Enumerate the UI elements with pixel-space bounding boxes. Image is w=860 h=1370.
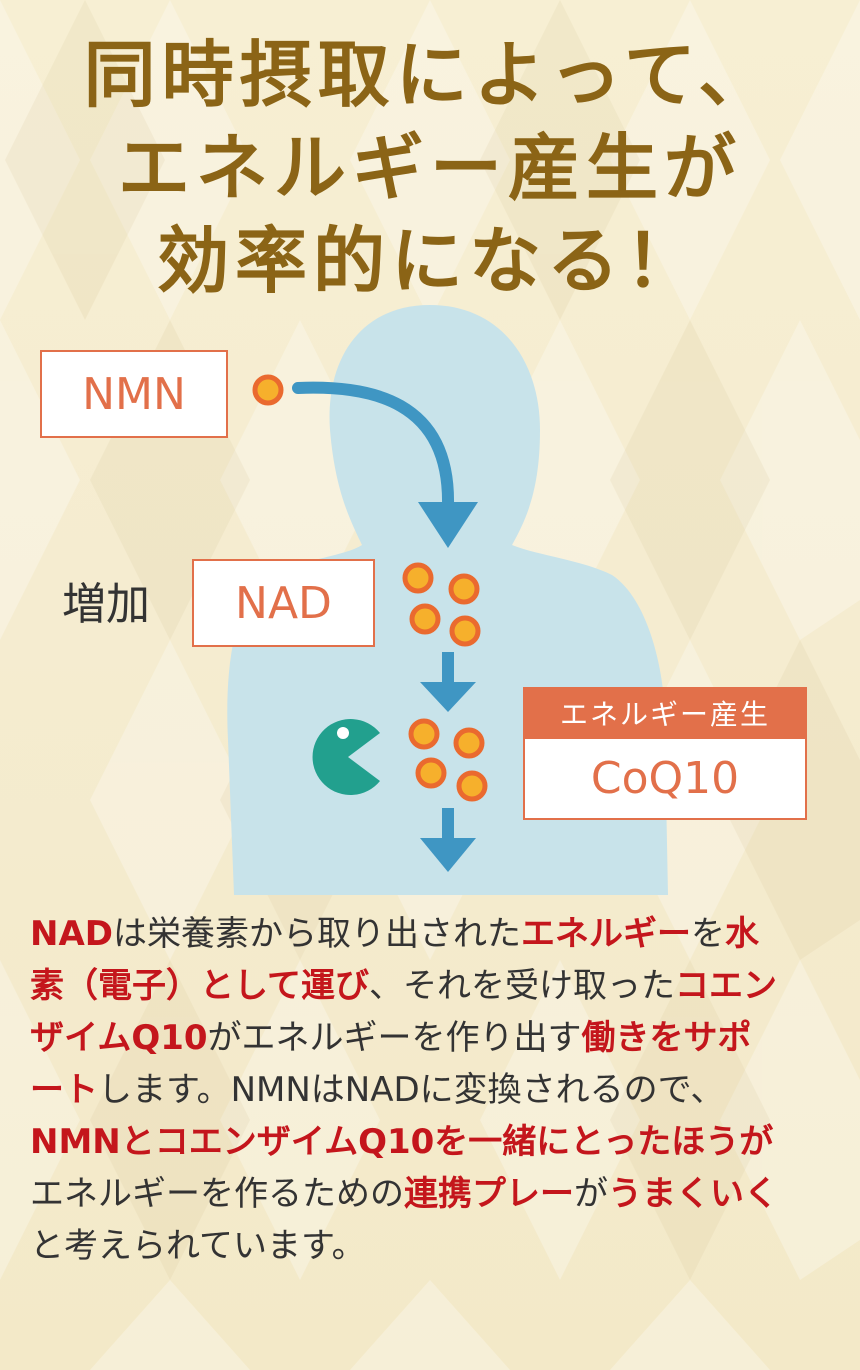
nad-label: NAD bbox=[235, 577, 332, 629]
description-line: NMNとコエンザイムQ10を一緒にとったほうが bbox=[30, 1116, 830, 1168]
energy-production-tag: エネルギー産生 bbox=[523, 687, 807, 739]
body-text: エネルギーを作るための bbox=[30, 1174, 404, 1214]
body-text: は栄養素から取り出された bbox=[113, 914, 521, 954]
highlight-text: コエン bbox=[674, 966, 777, 1006]
arrow-down-icon bbox=[420, 838, 476, 872]
highlight-text: ート bbox=[30, 1070, 98, 1110]
highlight-text: 水 bbox=[725, 914, 759, 954]
molecule-icon bbox=[456, 770, 488, 802]
coq10-panel: エネルギー産生 CoQ10 bbox=[523, 687, 807, 820]
highlight-text: NMNとコエンザイムQ10を一緒にとったほうが bbox=[30, 1122, 774, 1162]
headline: 同時摂取によって、 エネルギー産生が 効率的になる！ bbox=[0, 28, 860, 307]
highlight-text: 素（電子）として運び bbox=[30, 966, 369, 1006]
body-text: 、それを受け取った bbox=[368, 966, 675, 1006]
increase-label: 増加 bbox=[62, 579, 150, 630]
description-text: NADは栄養素から取り出されたエネルギーを水 素（電子）として運び、それを受け取… bbox=[30, 908, 830, 1272]
highlight-text: NAD bbox=[30, 914, 113, 954]
highlight-text: うまくいく bbox=[608, 1174, 778, 1214]
body-text: します。NMNはNADに変換されるので、 bbox=[98, 1070, 725, 1110]
highlight-text: ザイムQ10 bbox=[30, 1018, 208, 1058]
headline-line-3: 効率的になる！ bbox=[156, 218, 703, 303]
body-text: がエネルギーを作り出す bbox=[207, 1018, 582, 1058]
molecule-icon bbox=[449, 615, 481, 647]
molecule-icon bbox=[453, 727, 485, 759]
arrow-down-icon bbox=[420, 682, 476, 712]
description-line: ザイムQ10がエネルギーを作り出す働きをサポ bbox=[30, 1012, 830, 1064]
molecule-icon bbox=[252, 374, 284, 406]
body-text: と考えられています。 bbox=[30, 1226, 366, 1266]
pacman-eye-icon bbox=[337, 727, 349, 739]
nad-label-box: NAD bbox=[192, 559, 375, 647]
body-text: を bbox=[691, 914, 725, 954]
coq10-label-box: CoQ10 bbox=[523, 739, 807, 820]
highlight-text: 連携プレー bbox=[404, 1174, 574, 1214]
coq10-label: CoQ10 bbox=[590, 753, 740, 804]
description-line: ートします。NMNはNADに変換されるので、 bbox=[30, 1064, 830, 1116]
description-line: 素（電子）として運び、それを受け取ったコエン bbox=[30, 960, 830, 1012]
molecule-icon bbox=[402, 562, 434, 594]
curved-arrow-icon bbox=[292, 381, 455, 511]
molecule-icon bbox=[415, 757, 447, 789]
arrow-down-icon bbox=[418, 502, 478, 548]
pacman-icon bbox=[312, 719, 380, 795]
description-line: と考えられています。 bbox=[30, 1220, 830, 1272]
body-text: が bbox=[574, 1174, 608, 1214]
nmn-label-box: NMN bbox=[40, 350, 228, 438]
description-line: NADは栄養素から取り出されたエネルギーを水 bbox=[30, 908, 830, 960]
molecule-icon bbox=[409, 603, 441, 635]
molecule-icon bbox=[448, 573, 480, 605]
headline-line-2: エネルギー産生が bbox=[117, 125, 742, 210]
nmn-label: NMN bbox=[82, 368, 186, 420]
highlight-text: エネルギー bbox=[521, 914, 691, 954]
headline-line-1: 同時摂取によって、 bbox=[83, 32, 777, 117]
description-line: エネルギーを作るための連携プレーがうまくいく bbox=[30, 1168, 830, 1220]
molecule-icon bbox=[408, 718, 440, 750]
highlight-text: 働きをサポ bbox=[581, 1018, 752, 1058]
